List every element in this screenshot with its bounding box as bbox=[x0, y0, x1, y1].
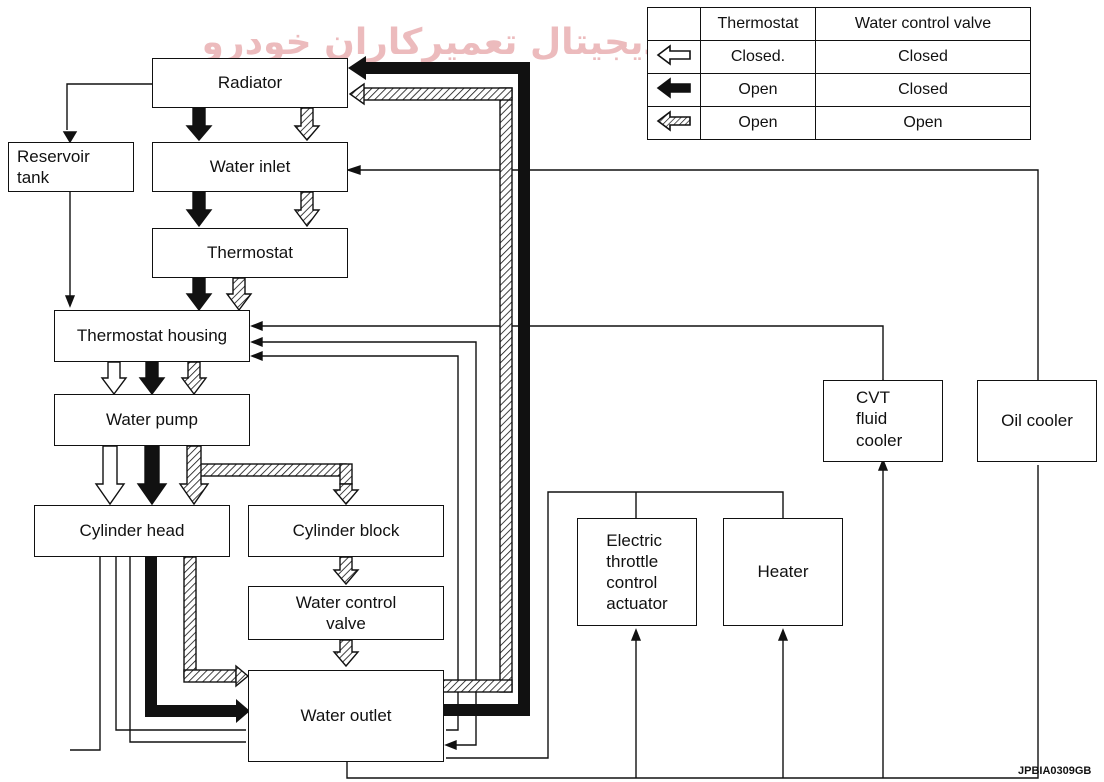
oil-cooler-return-line bbox=[360, 169, 1039, 380]
legend-row: Closed. Closed bbox=[647, 40, 1031, 74]
cvt-return-line bbox=[262, 325, 884, 380]
cylinder-block-label: Cylinder block bbox=[292, 521, 400, 541]
legend-table: Thermostat Water control valve Closed. C… bbox=[647, 7, 1031, 140]
oil-cooler-label: Oil cooler bbox=[1001, 411, 1073, 431]
electric-throttle-box: Electric throttle control actuator bbox=[577, 518, 697, 626]
housing-return-line-2 bbox=[262, 355, 459, 731]
water-control-valve-box: Water control valve bbox=[248, 586, 444, 640]
hollow-arrow-icon bbox=[647, 40, 701, 74]
thermostat-housing-label: Thermostat housing bbox=[76, 326, 228, 346]
hatched-arrow bbox=[293, 107, 321, 142]
flow-arrows bbox=[94, 107, 360, 668]
legend-corner bbox=[647, 7, 701, 41]
thermostat-label: Thermostat bbox=[207, 243, 293, 263]
water-inlet-box: Water inlet bbox=[152, 142, 348, 192]
water-outlet-label: Water outlet bbox=[300, 706, 392, 726]
water-pump-label: Water pump bbox=[106, 410, 198, 430]
legend-valve-state: Open bbox=[815, 106, 1031, 140]
thin-lines bbox=[62, 83, 1044, 779]
legend-header-row: Thermostat Water control valve bbox=[647, 7, 1031, 41]
cvt-fluid-cooler-label: CVT fluid cooler bbox=[856, 388, 903, 450]
cylinder-head-label: Cylinder head bbox=[79, 521, 185, 541]
bottom-supply-line bbox=[346, 465, 1039, 779]
water-pump-box: Water pump bbox=[54, 394, 250, 446]
water-outlet-box: Water outlet bbox=[248, 670, 444, 762]
oil-cooler-box: Oil cooler bbox=[977, 380, 1097, 462]
thermostat-box: Thermostat bbox=[152, 228, 348, 278]
legend-row: Open Open bbox=[647, 106, 1031, 140]
legend-thermostat-state: Open bbox=[700, 73, 816, 107]
heater-box: Heater bbox=[723, 518, 843, 626]
cvt-fluid-cooler-box: CVT fluid cooler bbox=[823, 380, 943, 462]
legend-valve-state: Closed bbox=[815, 73, 1031, 107]
heater-supply-line bbox=[446, 491, 784, 759]
solid-flow-path bbox=[145, 56, 530, 723]
legend-thermostat-state: Closed. bbox=[700, 40, 816, 74]
reservoir-tank-label: Reservoir tank bbox=[17, 146, 90, 187]
legend-thermostat-state: Open bbox=[700, 106, 816, 140]
cylinder-head-box: Cylinder head bbox=[34, 505, 230, 557]
solid-arrow bbox=[185, 107, 213, 142]
hatched-arrow-icon bbox=[647, 106, 701, 140]
electric-throttle-label: Electric throttle control actuator bbox=[606, 530, 668, 614]
radiator-box: Radiator bbox=[152, 58, 348, 108]
solid-arrow-icon bbox=[647, 73, 701, 107]
cylinder-block-box: Cylinder block bbox=[248, 505, 444, 557]
water-inlet-label: Water inlet bbox=[209, 157, 291, 177]
figure-code: JPBIA0309GB bbox=[1018, 765, 1092, 777]
housing-return-line bbox=[262, 341, 477, 746]
legend-header-valve: Water control valve bbox=[815, 7, 1031, 41]
radiator-to-reservoir-line bbox=[66, 83, 152, 130]
thermostat-housing-box: Thermostat housing bbox=[54, 310, 250, 362]
heater-label: Heater bbox=[757, 562, 809, 582]
reservoir-tank-box: Reservoir tank bbox=[8, 142, 134, 192]
legend-row: Open Closed bbox=[647, 73, 1031, 107]
water-control-valve-label: Water control valve bbox=[295, 592, 397, 633]
legend-valve-state: Closed bbox=[815, 40, 1031, 74]
legend-header-thermostat: Thermostat bbox=[700, 7, 816, 41]
radiator-label: Radiator bbox=[217, 73, 283, 93]
